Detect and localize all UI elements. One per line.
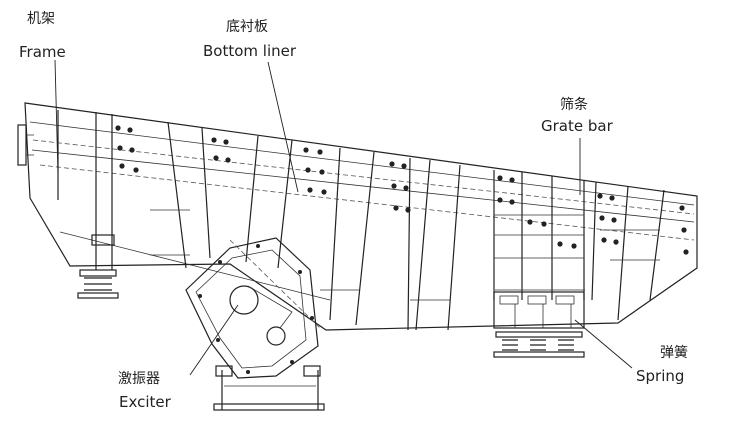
- right-springs: [493, 331, 585, 358]
- spring-label-en: Spring: [636, 367, 685, 385]
- bolt-holes: [115, 125, 689, 255]
- spring-label-zh: 弹簧: [660, 345, 688, 361]
- left-spring-support: [77, 269, 119, 299]
- bottom-liner-leader: [267, 61, 299, 193]
- frame-label-en: Frame: [19, 43, 66, 61]
- panel-ribs: [57, 110, 665, 331]
- exciter-base-support: [213, 365, 325, 411]
- exciter-leader: [189, 304, 239, 376]
- grate-bar-label-en: Grate bar: [541, 117, 613, 135]
- frame-label-zh: 机架: [27, 11, 55, 27]
- bottom-liner-label-en: Bottom liner: [203, 42, 297, 60]
- grate-bar-label-zh: 筛条: [560, 97, 588, 113]
- exciter-housing: [185, 237, 321, 379]
- exciter-label-zh: 激振器: [118, 371, 160, 387]
- exciter-label-en: Exciter: [119, 393, 171, 411]
- grate-bar-section: [493, 291, 585, 329]
- bottom-liner-label-zh: 底衬板: [226, 19, 268, 35]
